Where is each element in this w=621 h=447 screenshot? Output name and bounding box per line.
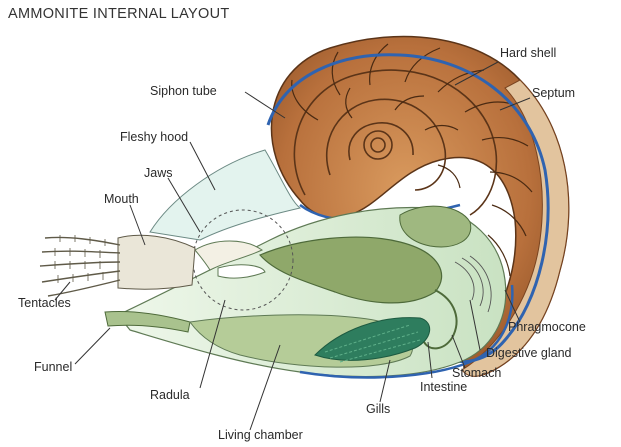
label-hard-shell: Hard shell	[500, 46, 556, 60]
diagram-title: AMMONITE INTERNAL LAYOUT	[8, 6, 230, 22]
label-digestive-gland: Digestive gland	[486, 346, 571, 360]
label-jaws: Jaws	[144, 166, 172, 180]
label-intestine: Intestine	[420, 380, 467, 394]
label-gills: Gills	[366, 402, 390, 416]
tentacles	[40, 237, 120, 296]
label-funnel: Funnel	[34, 360, 72, 374]
label-septum: Septum	[532, 86, 575, 100]
head	[118, 235, 195, 289]
label-tentacles: Tentacles	[18, 296, 71, 310]
label-mouth: Mouth	[104, 192, 139, 206]
label-siphon-tube: Siphon tube	[150, 84, 217, 98]
label-stomach: Stomach	[452, 366, 501, 380]
label-fleshy-hood: Fleshy hood	[120, 130, 188, 144]
label-radula: Radula	[150, 388, 190, 402]
label-living-chamber: Living chamber	[218, 428, 303, 442]
label-phragmocone: Phragmocone	[508, 320, 586, 334]
